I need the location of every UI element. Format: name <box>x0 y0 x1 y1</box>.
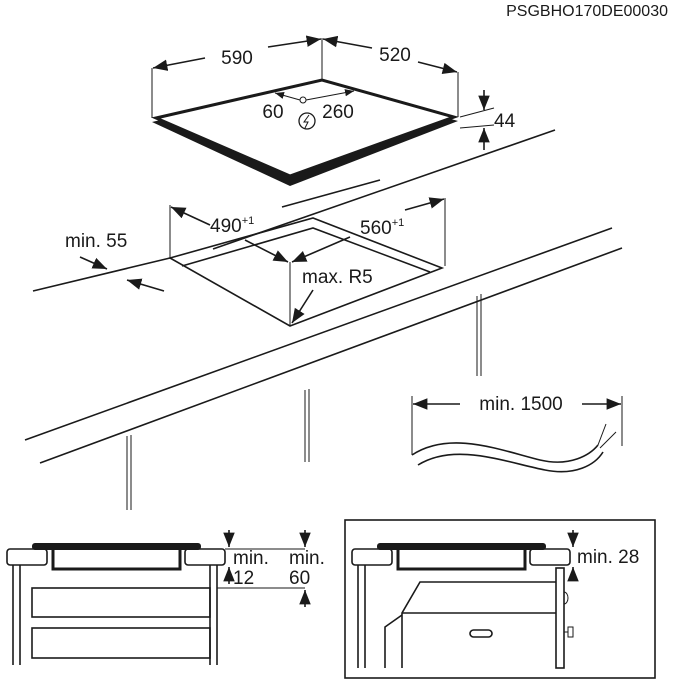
gap-label-2: min. <box>289 548 325 569</box>
section-oven: min. 28 <box>344 519 656 679</box>
connection-left-label: 60 <box>262 102 283 123</box>
front-distance-label: min. 55 <box>65 231 127 252</box>
hob-depth-label: 520 <box>379 45 411 66</box>
hob-width-label: 590 <box>221 48 253 69</box>
corner-radius-label: max. R5 <box>302 267 373 288</box>
oven-gap-label: min. 28 <box>577 547 639 568</box>
section-drawer: min. 12 min. 60 <box>6 530 325 665</box>
hob-height-label: 44 <box>494 111 516 132</box>
hob-drawing: 590 520 60 260 44 <box>151 35 516 186</box>
cable-length-label: min. 1500 <box>479 394 562 415</box>
lightning-icon <box>298 112 316 130</box>
document-code: PSGBHO170DE00030 <box>506 3 668 20</box>
gap-value-1: 12 <box>233 568 254 589</box>
gap-value-2: 60 <box>289 568 310 589</box>
cable-drawing: min. 1500 <box>411 394 623 473</box>
cabinet-legs <box>126 294 482 510</box>
connection-right-label: 260 <box>322 102 354 123</box>
cutout-width-label: 490+1 <box>210 215 254 237</box>
cutout-depth-label: 560+1 <box>360 217 404 239</box>
gap-label-1: min. <box>233 548 269 569</box>
worktop-drawing: 490+1 560+1 min. 55 max. R5 <box>24 129 623 510</box>
